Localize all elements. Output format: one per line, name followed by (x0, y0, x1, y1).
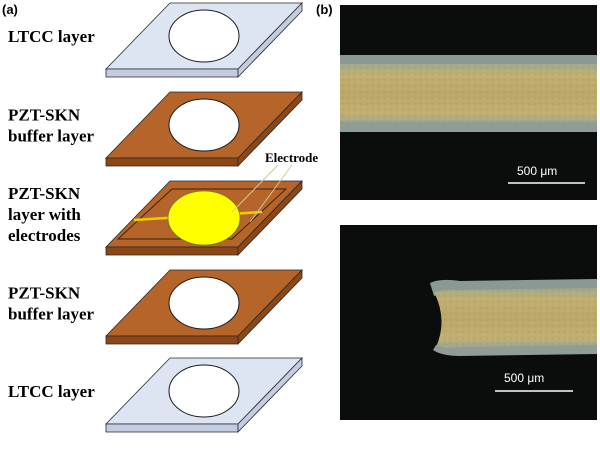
layer-4-side-edge (237, 269, 303, 345)
layer-3-front-edge (105, 246, 239, 256)
layer-3-inner-frame (116, 188, 288, 240)
layer-1-cavity-hole (168, 9, 240, 63)
layer-1-side-edge (237, 2, 303, 78)
electrode-pointer-2 (249, 164, 293, 223)
electrode-label: Electrode (265, 150, 318, 165)
layer-4-front-edge (105, 335, 239, 345)
layer-2-label-line-2: buffer layer (8, 127, 95, 146)
layer-5-front-edge (105, 423, 239, 433)
micrograph-top-rim-lower (340, 122, 597, 132)
electrode-disc (167, 190, 241, 246)
layer-4-label-line-2: buffer layer (8, 305, 95, 324)
layer-4-cavity-hole (168, 276, 240, 330)
micrograph-bottom-scale-label: 500 μm (504, 371, 544, 385)
layer-2-label-line-1: PZT-SKN (8, 106, 81, 125)
layer-5-side-edge (237, 357, 303, 433)
electrode-pointer-1 (231, 164, 279, 213)
micrograph-top-texture (340, 64, 597, 124)
layer-2-cavity-hole (168, 98, 240, 152)
micrograph-top: 500 μm (340, 5, 597, 200)
layer-3-label-line-3: electrodes (8, 226, 81, 245)
micrograph-bottom-texture (434, 288, 597, 349)
layer-1-label-line-1: LTCC layer (8, 27, 95, 46)
layer-5-cavity-hole (168, 364, 240, 418)
panel-label-b: (b) (316, 2, 333, 17)
layer-3-side-edge (237, 180, 303, 256)
micrograph-bottom: 500 μm (340, 225, 597, 420)
micrograph-bottom-rim-lower (433, 345, 597, 356)
panel-label-a: (a) (2, 2, 18, 17)
layer-1-front-edge (105, 68, 239, 78)
micrograph-top-scale-label: 500 μm (517, 164, 557, 178)
layer-5-label-line-1: LTCC layer (8, 382, 95, 401)
layer-2-side-edge (237, 91, 303, 167)
layer-3-label-line-2: layer with (8, 205, 81, 224)
layer-3-label-line-1: PZT-SKN (8, 184, 81, 203)
layer-2-front-edge (105, 157, 239, 167)
layer-4-label-line-1: PZT-SKN (8, 284, 81, 303)
